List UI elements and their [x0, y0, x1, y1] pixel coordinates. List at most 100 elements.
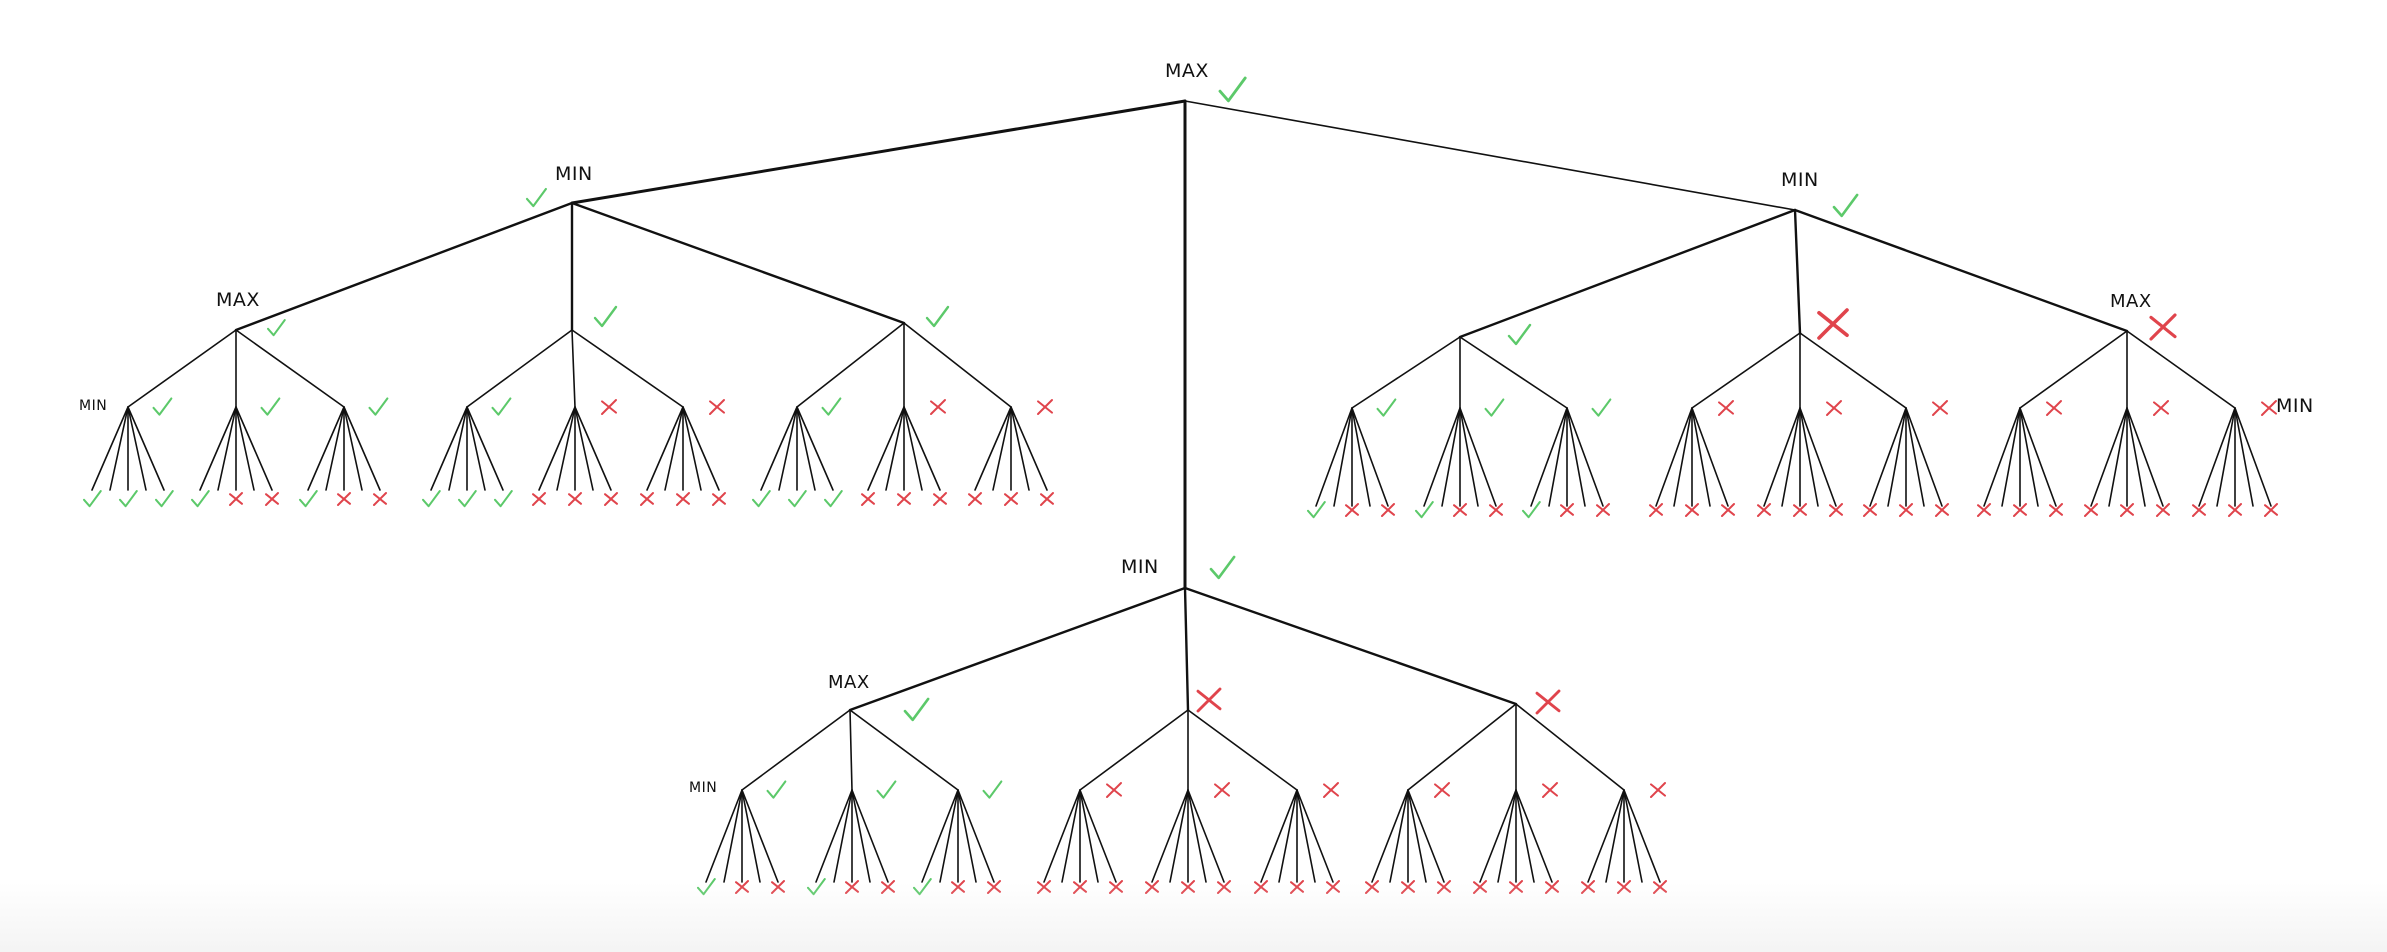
group-node-cross-icon: [1542, 782, 1558, 798]
max-to-min-edge: [1691, 332, 1801, 409]
leaf-edge: [1781, 407, 1801, 507]
max-node-cross-icon: [2149, 313, 2177, 341]
group-node-check-icon: [766, 780, 787, 799]
leaf-cross-icon: [1649, 503, 1663, 517]
leaf-cross-icon: [337, 492, 351, 506]
leaf-cross-icon: [2084, 503, 2098, 517]
leaf-edge: [957, 789, 977, 883]
leaf-edge: [1441, 407, 1461, 507]
leaf-edge: [1763, 407, 1801, 507]
leaf-edge: [1043, 789, 1081, 883]
max-to-min-edge: [571, 329, 576, 408]
leaf-edge: [466, 406, 504, 491]
leaf-cross-icon: [2192, 503, 2206, 517]
root-to-min-edge: [1184, 100, 1796, 211]
leaf-cross-icon: [1596, 503, 1610, 517]
leaf-cross-icon: [229, 492, 243, 506]
leaf-check-icon: [788, 490, 807, 508]
leaf-edge: [235, 406, 255, 491]
leaf-edge: [1623, 789, 1661, 883]
min-node-check-icon: [1832, 193, 1859, 218]
leaf-edge: [851, 789, 889, 883]
min-to-max-edge: [1793, 208, 2129, 333]
group-node-cross-icon: [1650, 782, 1666, 798]
group-node-check-icon: [1484, 398, 1505, 417]
leaf-cross-icon: [2228, 503, 2242, 517]
leaf-edge: [2019, 407, 2039, 507]
bottom-leaf-min-label: MIN: [689, 780, 717, 796]
left-min-label: MIN: [555, 163, 593, 185]
leaf-edge: [682, 406, 702, 491]
max-node-cross-icon: [1196, 687, 1222, 713]
group-node-cross-icon: [1434, 782, 1450, 798]
leaf-edge: [1423, 407, 1461, 507]
max-to-min-edge: [849, 709, 853, 791]
leaf-edge: [903, 406, 923, 491]
root-to-min-edge: [570, 99, 1187, 205]
leaf-edge: [91, 406, 129, 491]
leaf-check-icon: [83, 490, 102, 508]
bottom-shadow: [0, 882, 2387, 952]
leaf-cross-icon: [933, 492, 947, 506]
leaf-cross-icon: [532, 492, 546, 506]
leaf-edge: [992, 406, 1012, 491]
leaf-edge: [1887, 407, 1907, 507]
max-node-check-icon: [925, 305, 950, 328]
leaf-cross-icon: [2264, 503, 2278, 517]
leaf-edge: [957, 789, 995, 883]
leaf-cross-icon: [712, 492, 726, 506]
group-node-cross-icon: [1826, 400, 1842, 416]
leaf-check-icon: [155, 490, 174, 508]
max-to-min-edge: [741, 709, 851, 791]
leaf-edge: [1799, 407, 1819, 507]
leaf-cross-icon: [897, 492, 911, 506]
leaf-edge: [646, 406, 684, 491]
leaf-edge: [430, 406, 468, 491]
leaf-cross-icon: [1685, 503, 1699, 517]
leaf-check-icon: [119, 490, 138, 508]
leaf-edge: [682, 406, 720, 491]
leaf-edge: [921, 789, 959, 883]
group-node-cross-icon: [2261, 400, 2277, 416]
min-to-max-edge: [1793, 208, 1802, 335]
leaf-edge: [815, 789, 853, 883]
node-labels: MAX MIN MIN MIN MAX MAX MAX MIN MIN MIN: [79, 60, 2313, 796]
leaf-edge: [939, 789, 959, 883]
max-node-cross-icon: [1817, 308, 1849, 340]
leaf-cross-icon: [1793, 503, 1807, 517]
group-node-cross-icon: [930, 399, 946, 415]
leaf-edge: [1333, 407, 1353, 507]
max-to-min-edge: [466, 329, 573, 408]
max-node-check-icon: [267, 319, 286, 337]
leaf-edge: [1061, 789, 1081, 883]
group-node-cross-icon: [709, 399, 725, 415]
leaf-edge: [1530, 407, 1568, 507]
leaf-edge: [2108, 407, 2128, 507]
leaf-edge: [1187, 789, 1225, 883]
leaf-cross-icon: [1345, 503, 1359, 517]
leaf-edge: [1079, 789, 1117, 883]
leaf-edge: [1407, 789, 1445, 883]
leaf-edge: [574, 406, 612, 491]
leaf-edge: [127, 406, 147, 491]
leaf-edge: [199, 406, 237, 491]
leaf-cross-icon: [1381, 503, 1395, 517]
leaf-edge: [1515, 789, 1553, 883]
group-node-cross-icon: [1106, 782, 1122, 798]
group-node-check-icon: [1376, 398, 1397, 417]
leaf-edge: [1389, 789, 1409, 883]
leaf-check-icon: [422, 490, 441, 508]
bottom-max-label: MAX: [828, 672, 870, 693]
leaf-edge: [723, 789, 743, 883]
leaf-cross-icon: [2120, 503, 2134, 517]
max-to-min-edge: [1799, 332, 1907, 409]
leaf-check-icon: [191, 490, 210, 508]
leaf-edge: [1905, 407, 1925, 507]
leaf-edge: [538, 406, 576, 491]
leaf-edge: [1351, 407, 1389, 507]
leaf-edge: [1371, 789, 1409, 883]
leaf-edge: [1983, 407, 2021, 507]
leaf-edge: [833, 789, 853, 883]
leaf-cross-icon: [604, 492, 618, 506]
